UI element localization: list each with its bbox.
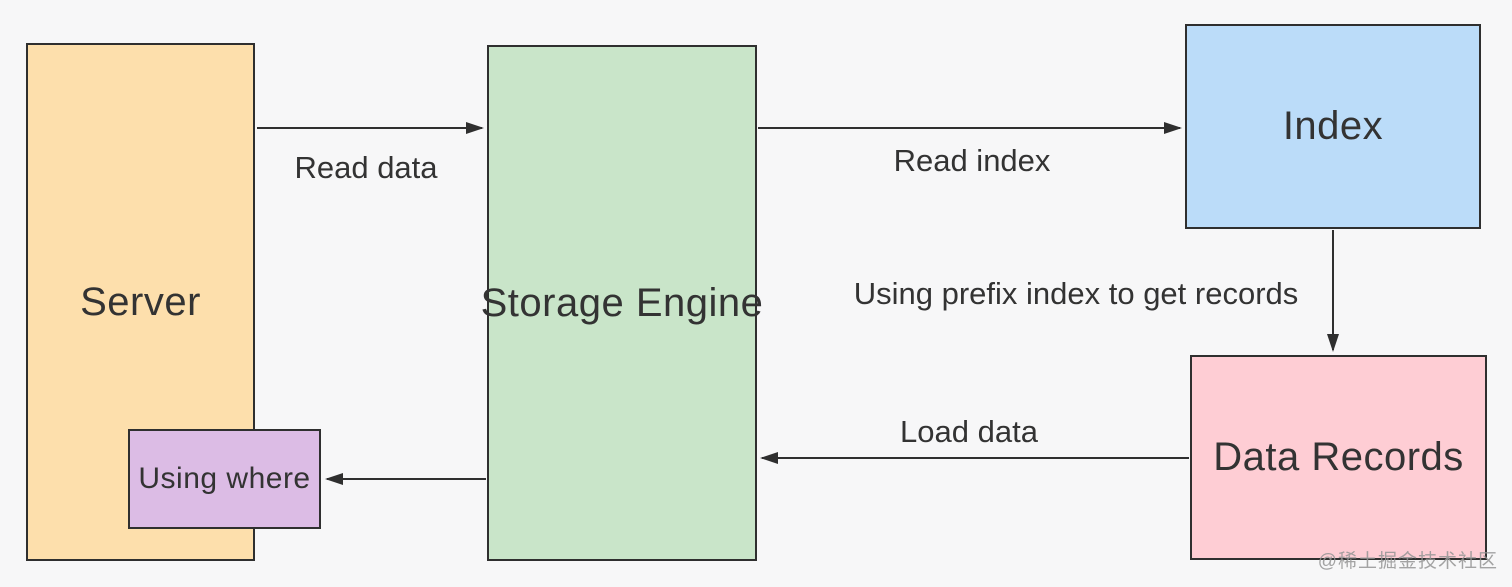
node-storage-engine: Storage Engine (481, 45, 763, 561)
edge-label-read-index: Read index (893, 143, 1051, 178)
edge-label-using-prefix-index: Using prefix index to get records (853, 276, 1299, 311)
node-index-label: Index (1282, 104, 1384, 148)
node-index: Index (1185, 24, 1481, 229)
edge-label-read-data: Read data (294, 150, 438, 185)
edge-label-load-data: Load data (900, 414, 1038, 449)
node-data-records-label: Data Records (1213, 435, 1464, 479)
watermark: @稀土掘金技术社区 (1317, 551, 1498, 572)
node-server-label: Server (80, 279, 201, 324)
node-storage-engine-label: Storage Engine (480, 280, 764, 325)
node-using-where: Using where (128, 429, 321, 529)
node-using-where-label: Using where (138, 462, 311, 495)
node-data-records: Data Records (1190, 355, 1487, 560)
